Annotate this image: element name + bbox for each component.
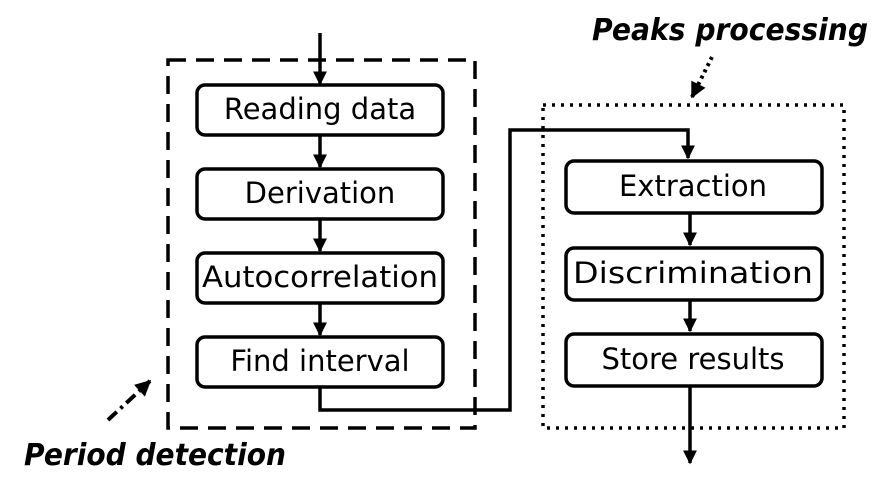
step-find-interval-label: Find interval — [230, 344, 409, 378]
step-reading-data-label: Reading data — [224, 92, 416, 126]
step-store-results: Store results — [564, 332, 824, 388]
step-discrimination: Discrimination — [564, 246, 824, 302]
connector-find-interval-to-extraction — [318, 128, 695, 412]
step-extraction: Extraction — [564, 159, 824, 215]
step-discrimination-label: Discrimination — [573, 256, 813, 290]
peaks-processing-group — [541, 103, 846, 430]
step-autocorrelation: Autocorrelation — [195, 251, 445, 305]
step-derivation: Derivation — [195, 167, 445, 221]
step-store-results-label: Store results — [601, 342, 784, 376]
peaks-processing-label: Peaks processing — [592, 13, 868, 48]
step-extraction-label: Extraction — [619, 169, 767, 203]
step-find-interval: Find interval — [195, 335, 445, 389]
step-derivation-label: Derivation — [245, 176, 396, 210]
period-detection-pointer — [106, 379, 152, 422]
peaks-processing-pointer — [690, 56, 714, 99]
step-autocorrelation-label: Autocorrelation — [202, 260, 438, 294]
step-reading-data: Reading data — [195, 83, 445, 137]
period-detection-label: Period detection — [24, 438, 286, 473]
